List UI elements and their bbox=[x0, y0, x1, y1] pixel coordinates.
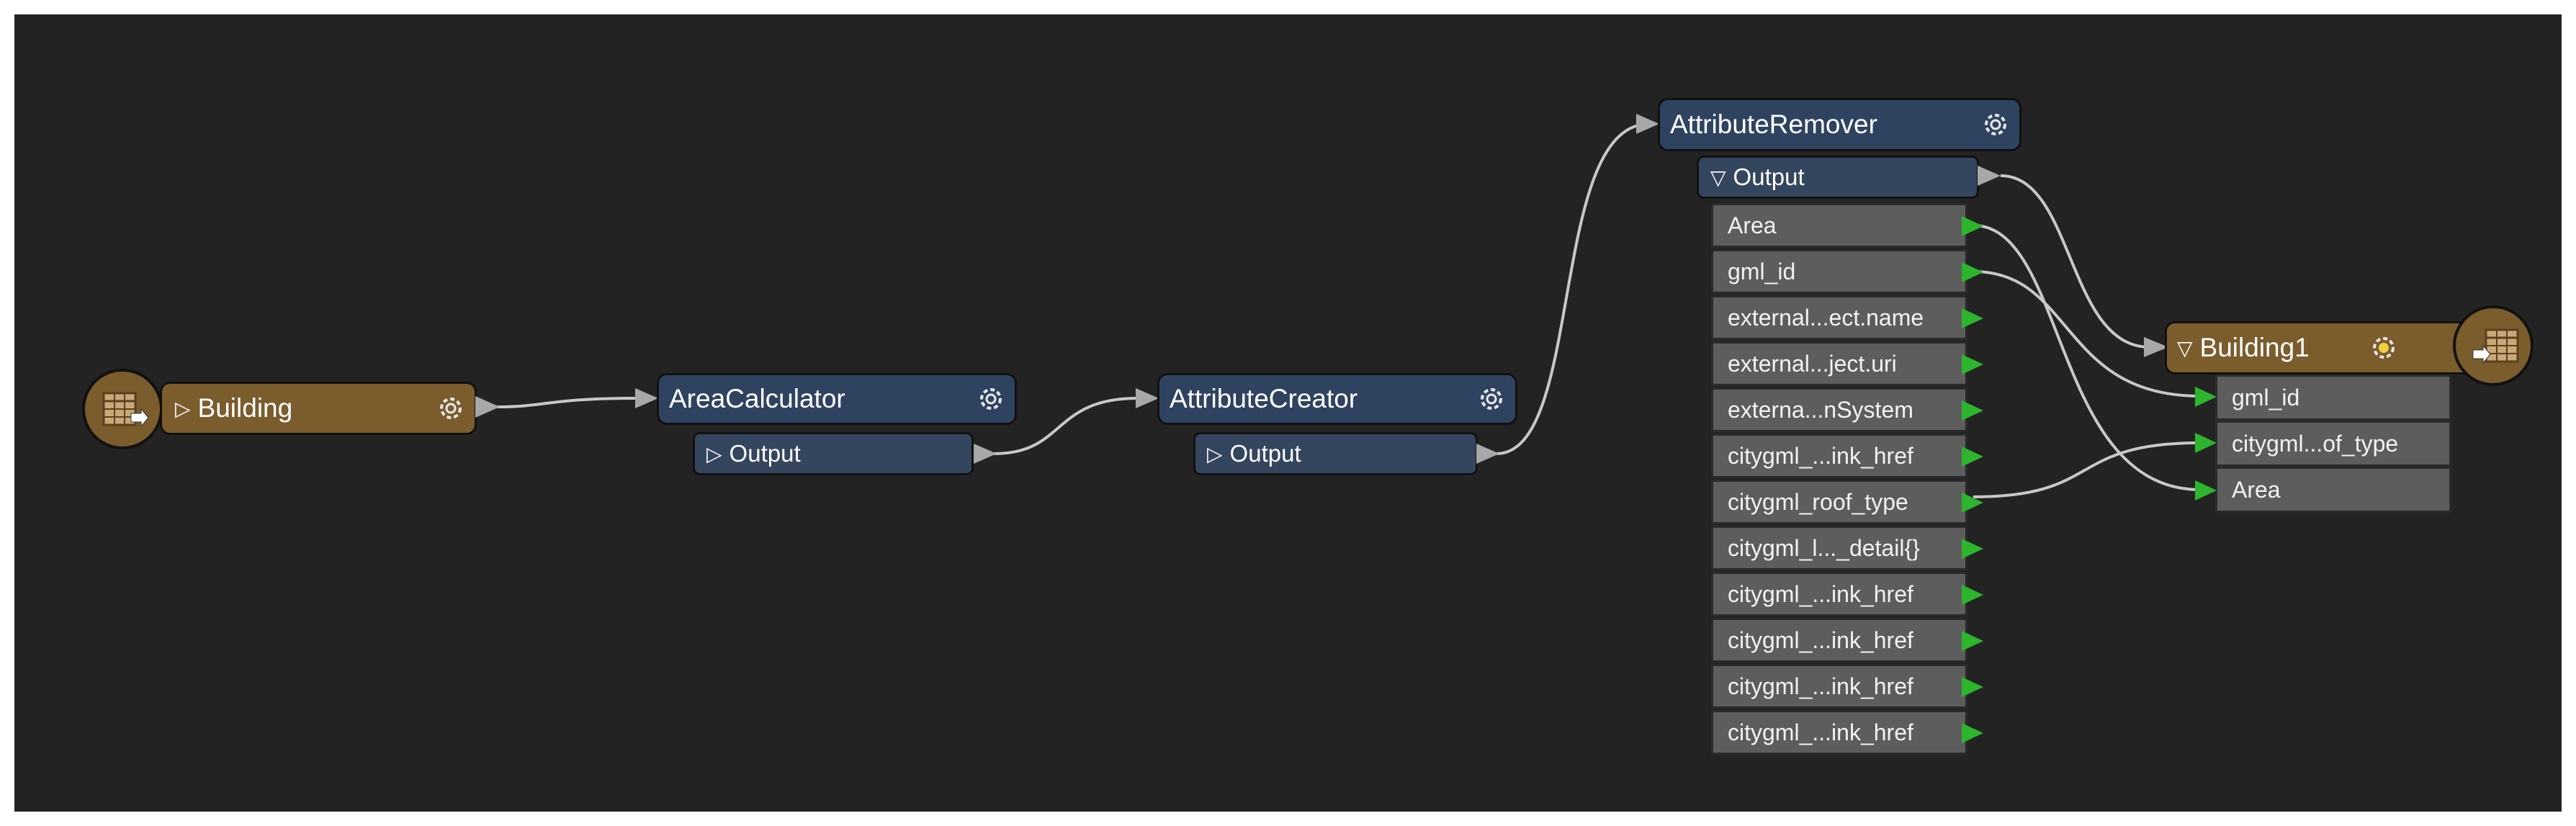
attribute-row[interactable]: external...ect.name bbox=[1711, 295, 1967, 340]
attribute-output-port[interactable] bbox=[1962, 584, 1985, 606]
attribute-output-port[interactable] bbox=[1962, 354, 1985, 375]
attribute-output-port[interactable] bbox=[1962, 215, 1985, 237]
attribute-row[interactable]: citygml_...ink_href bbox=[1711, 572, 1967, 616]
transformer-attributeremover[interactable]: AttributeRemover bbox=[1658, 98, 2021, 151]
table-icon bbox=[2472, 328, 2519, 364]
writer-icon-circle[interactable] bbox=[2453, 305, 2534, 386]
attribute-output-port[interactable] bbox=[1962, 630, 1985, 652]
attribute-row[interactable]: citygml_...ink_href bbox=[1711, 710, 1967, 755]
attribute-output-port[interactable] bbox=[1962, 492, 1985, 513]
attribute-row[interactable]: Area bbox=[2215, 467, 2451, 513]
attribute-row[interactable]: gml_id bbox=[2215, 374, 2451, 421]
attribute-output-port[interactable] bbox=[1962, 722, 1985, 744]
attribute-output-port[interactable] bbox=[1962, 400, 1985, 421]
reader-building[interactable]: ▷ Building bbox=[160, 382, 477, 435]
gear-icon[interactable] bbox=[974, 382, 1007, 416]
transformer-title: AttributeRemover bbox=[1670, 109, 1877, 139]
attributecreator-output-port-label[interactable]: ▷ Output bbox=[1193, 432, 1478, 475]
transformer-title: AttributeCreator bbox=[1170, 384, 1358, 413]
gear-icon[interactable] bbox=[1475, 382, 1508, 416]
gear-icon[interactable] bbox=[2367, 331, 2400, 364]
attribute-input-port[interactable] bbox=[2195, 386, 2218, 408]
reader-output-port[interactable] bbox=[475, 395, 501, 419]
output-label: Output bbox=[1733, 163, 1805, 190]
attribute-output-port[interactable] bbox=[1962, 538, 1985, 560]
gear-icon[interactable] bbox=[434, 392, 467, 425]
gear-icon[interactable] bbox=[1979, 108, 2012, 141]
attributeremover-output-port-label[interactable]: ▽ Output bbox=[1697, 156, 1979, 199]
writer-label: Building1 bbox=[2199, 333, 2310, 362]
writer-input-port[interactable] bbox=[2144, 336, 2170, 359]
attributecreator-output-port[interactable] bbox=[1476, 442, 1501, 465]
attribute-row[interactable]: Area bbox=[1711, 203, 1967, 248]
collapse-triangle-icon[interactable]: ▽ bbox=[2177, 336, 2193, 359]
expand-triangle-icon[interactable]: ▷ bbox=[175, 397, 191, 420]
expand-triangle-icon[interactable]: ▷ bbox=[1207, 442, 1223, 465]
attribute-input-port[interactable] bbox=[2195, 432, 2218, 454]
output-label: Output bbox=[729, 440, 801, 467]
attribute-row[interactable]: citygml...of_type bbox=[2215, 421, 2451, 467]
reader-label: Building bbox=[197, 393, 293, 423]
output-label: Output bbox=[1229, 440, 1301, 467]
areacalculator-input-port[interactable] bbox=[635, 387, 660, 410]
collapse-triangle-icon[interactable]: ▽ bbox=[1710, 166, 1726, 189]
attribute-row[interactable]: external...ject.uri bbox=[1711, 341, 1967, 386]
attributecreator-input-port[interactable] bbox=[1136, 387, 1160, 410]
attribute-row[interactable]: citygml_roof_type bbox=[1711, 480, 1967, 524]
attribute-output-port[interactable] bbox=[1962, 446, 1985, 467]
attribute-row[interactable]: citygml_...ink_href bbox=[1711, 618, 1967, 663]
areacalculator-output-port[interactable] bbox=[974, 442, 998, 465]
transformer-attributecreator[interactable]: AttributeCreator bbox=[1157, 373, 1517, 425]
attribute-row[interactable]: externa...nSystem bbox=[1711, 387, 1967, 432]
transformer-areacalculator[interactable]: AreaCalculator bbox=[657, 373, 1017, 425]
reader-icon-circle[interactable] bbox=[82, 369, 163, 449]
attributeremover-output-port[interactable] bbox=[1978, 164, 2002, 187]
attribute-row[interactable]: citygml_...ink_href bbox=[1711, 664, 1967, 709]
attribute-output-port[interactable] bbox=[1962, 676, 1985, 698]
attributeremover-input-port[interactable] bbox=[1636, 112, 1661, 135]
attribute-output-port[interactable] bbox=[1962, 307, 1985, 329]
areacalculator-output-port-label[interactable]: ▷ Output bbox=[693, 432, 974, 475]
attribute-row[interactable]: gml_id bbox=[1711, 249, 1967, 294]
expand-triangle-icon[interactable]: ▷ bbox=[706, 442, 722, 465]
writer-building1[interactable]: ▽ Building1 bbox=[2165, 321, 2482, 374]
attribute-input-port[interactable] bbox=[2195, 480, 2218, 501]
transformer-title: AreaCalculator bbox=[669, 384, 845, 413]
attribute-output-port[interactable] bbox=[1962, 261, 1985, 283]
table-icon bbox=[102, 392, 149, 428]
attribute-row[interactable]: citygml_l..._detail{} bbox=[1711, 526, 1967, 570]
attribute-row[interactable]: citygml_...ink_href bbox=[1711, 434, 1967, 478]
